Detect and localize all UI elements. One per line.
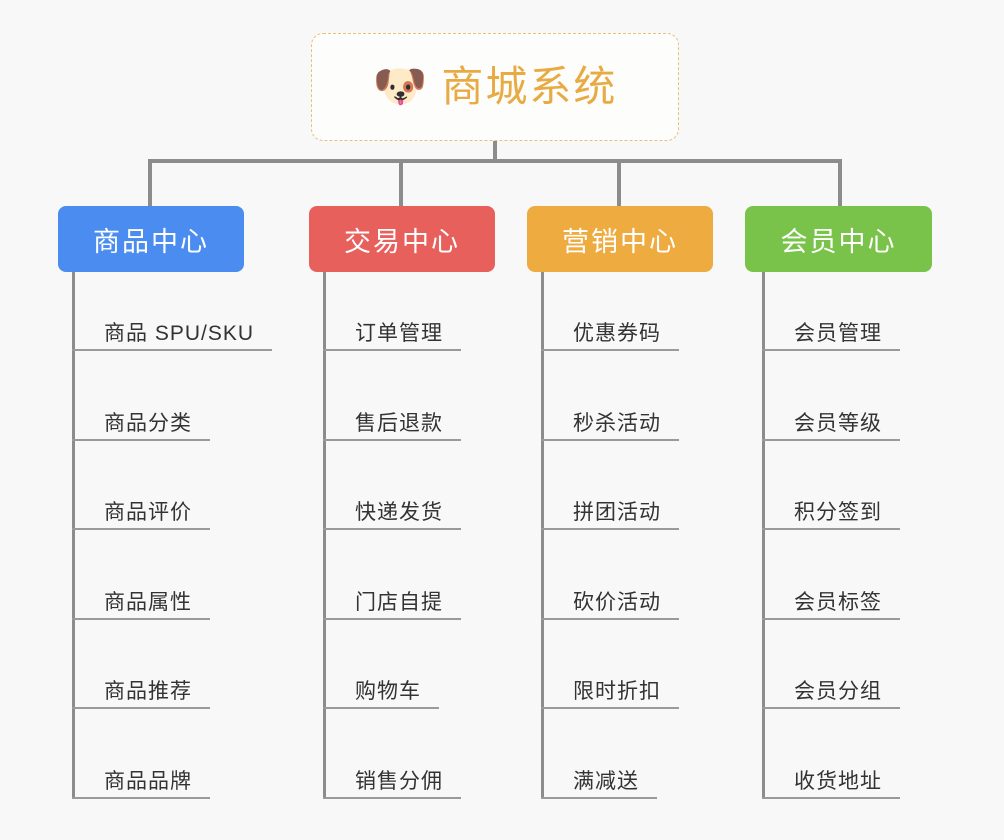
leaf-item-underline — [762, 707, 900, 709]
leaf-item-underline — [762, 439, 900, 441]
leaf-item-label: 订单管理 — [355, 322, 443, 345]
leaf-item-underline — [323, 707, 439, 709]
leaf-item-label: 快递发货 — [355, 501, 443, 524]
leaf-item-label: 满减送 — [573, 770, 639, 793]
leaf-item-label: 门店自提 — [355, 591, 443, 614]
leaf-item-underline — [72, 439, 210, 441]
leaf-item-label: 商品评价 — [104, 501, 192, 524]
leaf-item-underline — [72, 707, 210, 709]
leaf-item-underline — [72, 618, 210, 620]
leaf-item-underline — [323, 528, 461, 530]
leaf-item-underline — [541, 618, 679, 620]
category-header-member-center[interactable]: 会员中心 — [745, 206, 932, 272]
leaf-item-underline — [323, 618, 461, 620]
leaf-item-underline — [72, 349, 273, 351]
category-header-label: 会员中心 — [780, 226, 897, 257]
leaf-item-label: 拼团活动 — [573, 501, 661, 524]
leaf-item-label: 会员等级 — [794, 412, 882, 435]
branch-trunk-product-center — [72, 272, 75, 799]
category-header-label: 交易中心 — [344, 226, 460, 257]
leaf-item-label: 售后退款 — [355, 412, 443, 435]
leaf-item-label: 商品推荐 — [104, 680, 192, 703]
leaf-item-label: 砍价活动 — [573, 591, 661, 614]
leaf-item-label: 商品品牌 — [104, 770, 192, 793]
leaf-item-label: 会员分组 — [794, 680, 882, 703]
leaf-item-underline — [541, 797, 657, 799]
leaf-item-underline — [72, 797, 210, 799]
leaf-item-underline — [541, 439, 679, 441]
category-header-trade-center[interactable]: 交易中心 — [309, 206, 495, 272]
branch-drop-connector-trade-center — [399, 159, 403, 206]
leaf-item-underline — [541, 528, 679, 530]
leaf-item-label: 商品分类 — [104, 412, 192, 435]
horizontal-bus-connector — [148, 159, 840, 163]
leaf-item-underline — [762, 528, 900, 530]
leaf-item-underline — [762, 349, 900, 351]
branch-drop-connector-member-center — [838, 159, 842, 206]
leaf-item-label: 积分签到 — [794, 501, 882, 524]
leaf-item-underline — [541, 349, 679, 351]
leaf-item-label: 销售分佣 — [355, 770, 443, 793]
branch-drop-connector-marketing-center — [617, 159, 621, 206]
branch-trunk-trade-center — [323, 272, 326, 799]
leaf-item-underline — [323, 797, 461, 799]
leaf-item-underline — [323, 349, 461, 351]
leaf-item-underline — [541, 707, 679, 709]
leaf-item-underline — [323, 439, 461, 441]
category-header-marketing-center[interactable]: 营销中心 — [527, 206, 713, 272]
leaf-item-label: 优惠券码 — [573, 322, 661, 345]
category-header-label: 营销中心 — [562, 226, 678, 257]
dog-face-icon: 🐶 — [372, 62, 428, 111]
leaf-item-underline — [72, 528, 210, 530]
branch-drop-connector-product-center — [148, 159, 152, 206]
leaf-item-underline — [762, 797, 900, 799]
leaf-item-label: 商品 SPU/SKU — [104, 322, 255, 345]
branch-trunk-member-center — [762, 272, 765, 799]
leaf-item-label: 秒杀活动 — [573, 412, 661, 435]
leaf-item-label: 限时折扣 — [573, 680, 661, 703]
root-title: 商城系统 — [441, 63, 618, 110]
leaf-item-label: 购物车 — [355, 680, 421, 703]
leaf-item-underline — [762, 618, 900, 620]
branch-trunk-marketing-center — [541, 272, 544, 799]
leaf-item-label: 会员管理 — [794, 322, 882, 345]
leaf-item-label: 商品属性 — [104, 591, 192, 614]
category-header-product-center[interactable]: 商品中心 — [58, 206, 244, 272]
root-stem-connector — [493, 141, 497, 162]
category-header-label: 商品中心 — [93, 226, 209, 257]
root-node[interactable]: 🐶 商城系统 — [311, 33, 679, 141]
leaf-item-label: 收货地址 — [794, 770, 882, 793]
leaf-item-label: 会员标签 — [794, 591, 882, 614]
